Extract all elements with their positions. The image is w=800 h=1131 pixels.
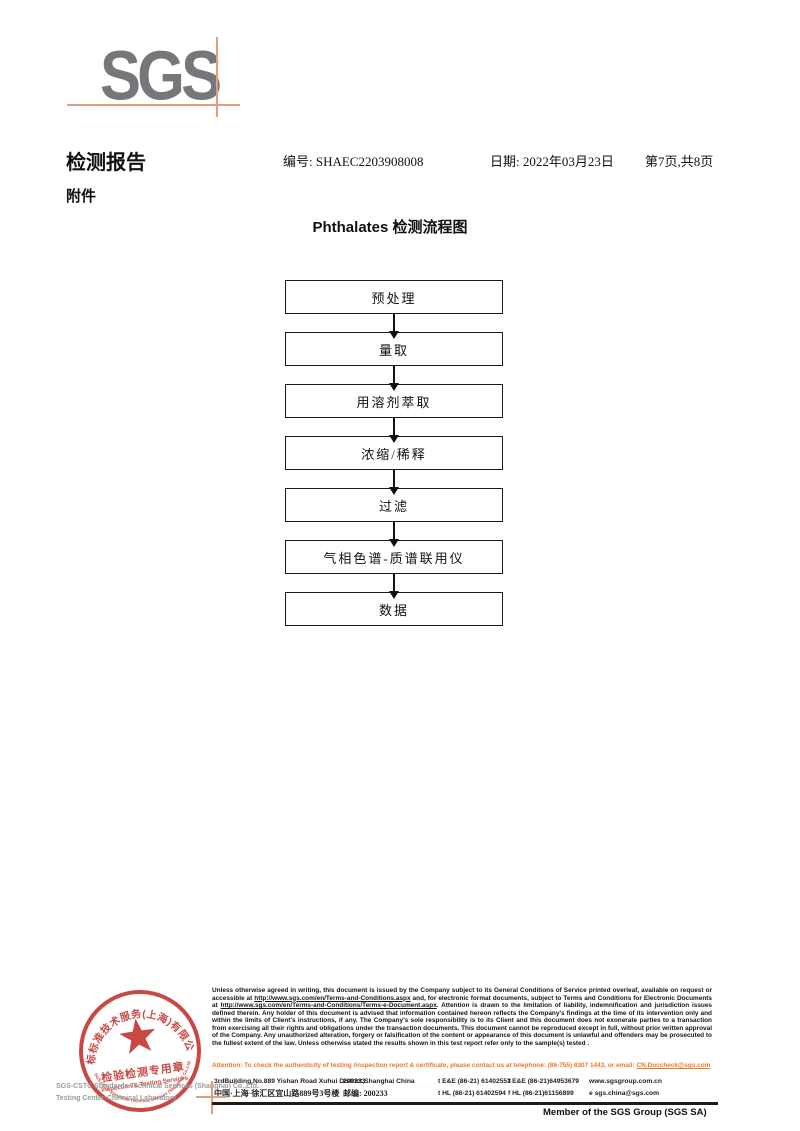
logo-horizontal-line [67,104,240,106]
doccheck-email-link[interactable]: CN.Doccheck@sgs.com [636,1062,711,1069]
lab-name-line2: Testing Center-Chemical Laboratory. [56,1095,178,1102]
lab-name-line1: SGS-CSTC Standards Technical Services (S… [56,1083,259,1090]
flow-step-data: 数据 [285,592,503,626]
attention-text: Attention: To check the authenticity of … [212,1062,637,1069]
legal-disclaimer: Unless otherwise agreed in writing, this… [212,987,712,1047]
flow-arrow-down-icon [389,366,399,391]
legal-text-2: and, for electronic format documents, su… [212,994,713,1010]
inspection-stamp: 通标标准技术服务(上海)有限公司 检验检测专用章 Inspection & Te… [77,990,201,1112]
sgs-logo: SGS [100,37,222,115]
flow-step-filter: 过滤 [285,488,503,522]
address-cn: 中国·上海·徐汇区宜山路889号3号楼 [214,1089,340,1098]
terms-link[interactable]: http://www.sgs.com/en/Terms-and-Conditio… [254,994,411,1002]
website[interactable]: www.sgsgroup.com.cn [589,1078,662,1085]
email[interactable]: e sgs.china@sgs.com [589,1090,660,1097]
address-block: 3rdBuilding,No.889 Yishan Road Xuhui Dis… [214,1077,716,1099]
lab-name-lines: SGS-CSTC Standards Technical Services (S… [56,1081,259,1105]
tel-ee: t E&E (86-21) 61402553 [438,1078,511,1085]
postal-code: 200233 [343,1078,366,1085]
report-date: 日期: 2022年03月23日 [490,154,614,169]
attention-notice: Attention: To check the authenticity of … [212,1062,712,1070]
logo-vertical-line [216,37,218,117]
star-icon [119,1018,156,1054]
flow-arrow-down-icon [389,574,399,599]
page-title: 检测报告 [66,152,146,174]
report-number: 编号: SHAEC2203908008 [283,154,424,169]
flow-arrow-down-icon [389,470,399,495]
legal-text-1: Unless otherwise agreed in writing, this… [212,987,712,1002]
flow-arrow-down-icon [389,522,399,547]
fax-ee: f E&E (86-21)64953679 [508,1078,580,1085]
stamp-ring [79,990,201,1112]
flow-arrow-down-icon [389,314,399,339]
postal-code-cn: 邮编: 200233 [343,1089,388,1098]
fax-hl: f HL (86-21)61156899 [508,1090,574,1097]
flow-arrow-down-icon [389,418,399,443]
tel-hl: t HL (86-21) 61402594 [438,1090,506,1097]
flow-step-pretreatment: 预处理 [285,280,503,314]
attachment-label: 附件 [66,189,97,205]
footer-divider [212,1102,718,1105]
page-indicator: 第7页,共8页 [645,154,714,169]
flowchart: 预处理 量取 用溶剂萃取 浓缩/稀释 过滤 气相色谱-质谱联用仪 数据 [285,280,503,626]
sgs-member-note: Member of the SGS Group (SGS SA) [543,1107,707,1118]
terms-e-document-link[interactable]: http://www.sgs.com/en/Terms-and-Conditio… [220,1002,437,1010]
flowchart-title: Phthalates 检测流程图 [312,219,468,236]
registration-mark-horizontal [196,1096,227,1098]
address-en: 3rdBuilding,No.889 Yishan Road Xuhui Dis… [214,1078,415,1085]
legal-text-3: . Attention is drawn to the limitation o… [212,1002,712,1047]
